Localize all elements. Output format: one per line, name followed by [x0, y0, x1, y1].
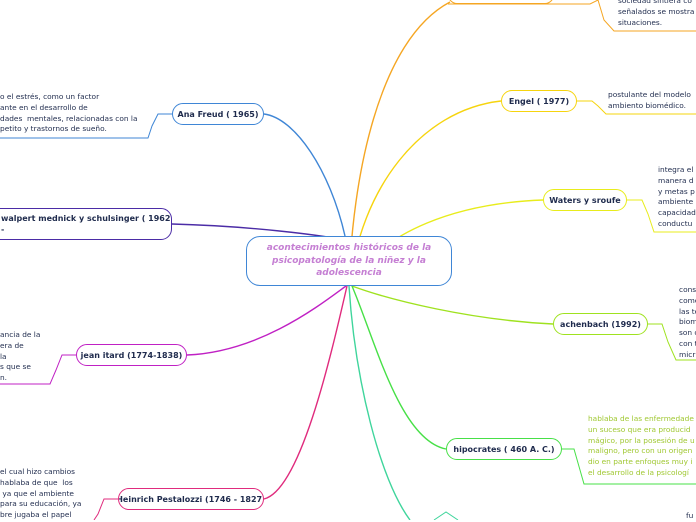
topic-anna-freud[interactable]: Ana Freud ( 1965) [172, 103, 264, 125]
topic-walpert-mednick[interactable]: walpert mednick y schulsinger ( 1962 - [0, 208, 172, 240]
topic-engel-label: Engel ( 1977) [508, 96, 570, 106]
link-itard [186, 285, 347, 356]
link-achenbach-leaf [648, 323, 696, 361]
link-hipocrates [351, 285, 447, 450]
link-itard-leaf [0, 354, 76, 385]
link-anna-freud-leaf [0, 113, 172, 139]
topic-walpert-mednick-label: walpert mednick y schulsinger ( 1962 - [1, 214, 171, 234]
note-achenbach: cons come las te biom son c con t micr [679, 285, 696, 359]
link-bottom-right [348, 285, 411, 520]
note-heinrich-pestalozzi: el cual hizo cambios hablaba de que los … [0, 467, 82, 520]
note-jean-itard: ancia de la era de la s que se n. [0, 330, 41, 383]
topic-jean-itard-label: jean itard (1774-1838) [80, 350, 183, 360]
link-pestalozzi-leaf [93, 498, 118, 520]
topic-heinrich-pestalozzi[interactable]: Heinrich Pestalozzi (1746 - 1827) [118, 488, 264, 510]
note-hipocrates: hablaba de las enfermedade un suceso que… [588, 414, 695, 477]
topic-anna-freud-label: Ana Freud ( 1965) [177, 109, 259, 119]
link-hipocrates-leaf [562, 448, 696, 485]
link-pestalozzi [263, 285, 348, 500]
topic-hipocrates-label: hipocrates ( 460 A. C.) [453, 444, 555, 454]
topic-engel[interactable]: Engel ( 1977) [501, 90, 577, 112]
topic-achenbach[interactable]: achenbach (1992) [553, 313, 648, 335]
topic-jean-itard[interactable]: jean itard (1774-1838) [76, 344, 187, 366]
topic-achenbach-label: achenbach (1992) [560, 319, 641, 329]
note-engel: postulante del modelo ambiento biomédico… [608, 90, 691, 110]
topic-node-top-right[interactable] [448, 0, 554, 4]
note-anna-freud: o el estrés, como un factor ante en el d… [0, 92, 138, 134]
link-top-right-leaf [448, 0, 696, 32]
note-top-right: sociedad sintiera co señalados se mostra… [618, 0, 695, 27]
link-engel-leaf [577, 100, 696, 115]
note-bottom-right: fu [686, 511, 694, 520]
link-anna-freud [263, 113, 346, 237]
link-achenbach [351, 285, 554, 325]
link-waters-leaf [627, 199, 696, 233]
link-bottom-right-leaf [433, 511, 459, 520]
central-topic-label: acontecimientos históricos de la psicopa… [266, 243, 432, 279]
topic-waters-sroufe-label: Waters y sroufe [549, 195, 621, 205]
central-topic[interactable]: acontecimientos históricos de la psicopa… [246, 236, 452, 286]
topic-waters-sroufe[interactable]: Waters y sroufe [543, 189, 627, 211]
topic-heinrich-pestalozzi-label: Heinrich Pestalozzi (1746 - 1827) [118, 494, 264, 504]
note-waters-sroufe: integra el manera d y metas p ambiente c… [658, 165, 696, 228]
topic-hipocrates[interactable]: hipocrates ( 460 A. C.) [446, 438, 562, 460]
